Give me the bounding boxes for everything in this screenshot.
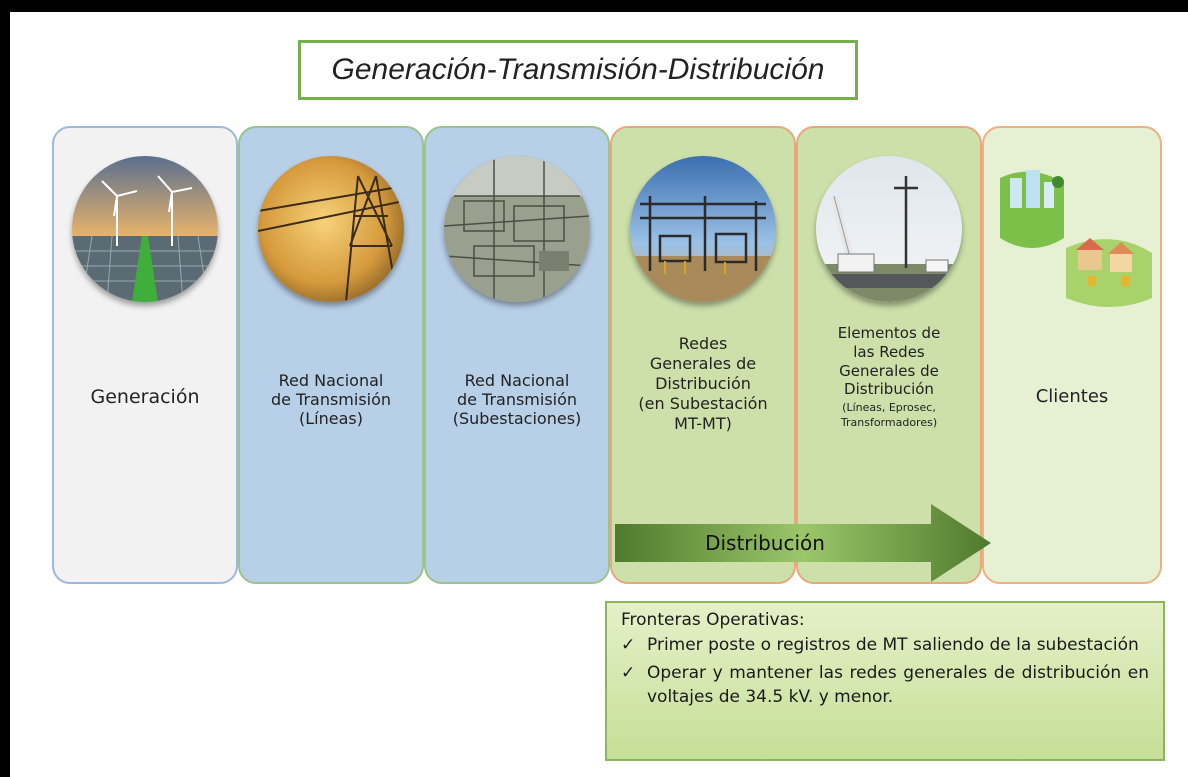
arrow-label: Distribución bbox=[705, 531, 825, 555]
stage-elementos-redes-generales: Elementos de las Redes Generales de Dist… bbox=[796, 126, 982, 584]
arrow-shape bbox=[615, 504, 991, 582]
transmission-substation-photo bbox=[444, 156, 590, 302]
client-city-illustration bbox=[992, 158, 1156, 308]
stage-label-note: Transformadores) bbox=[840, 415, 938, 429]
stage-red-transmision-lineas: Red Nacional de Transmisión (Líneas) bbox=[238, 126, 424, 584]
stage-red-transmision-subestaciones: Red Nacional de Transmisión (Subestacion… bbox=[424, 126, 610, 584]
stage-label-line: Red Nacional bbox=[278, 371, 384, 390]
stage-label-note: (Líneas, Eprosec, bbox=[842, 401, 936, 414]
stage-label-line: Redes bbox=[678, 334, 728, 353]
stage-label-line: (Subestaciones) bbox=[452, 408, 582, 428]
stage-label-line: Elementos de bbox=[837, 324, 941, 342]
stage-label: Elementos de las Redes Generales de Dist… bbox=[798, 324, 980, 431]
utility-truck-pole-photo bbox=[816, 156, 962, 302]
stage-label: Red Nacional de Transmisión (Líneas) bbox=[240, 371, 422, 429]
stage-label-line: Generación bbox=[90, 386, 200, 408]
note-item-text: Primer poste o registros de MT saliendo … bbox=[647, 635, 1139, 655]
stage-label-line: MT-MT) bbox=[674, 414, 732, 433]
stage-label-line: Generales de bbox=[839, 361, 939, 380]
stage-clientes: Clientes bbox=[982, 126, 1162, 584]
stage-label-line: las Redes bbox=[853, 342, 925, 361]
stage-label-line: Distribución bbox=[655, 374, 751, 393]
stage-label: Clientes bbox=[984, 386, 1160, 407]
stage-label-line: Clientes bbox=[1035, 386, 1109, 407]
stage-label-line: Distribución bbox=[844, 380, 934, 399]
checkmark-icon: ✓ bbox=[621, 635, 636, 655]
stage-label-line: de Transmisión bbox=[270, 389, 392, 409]
diagram-canvas: Generación-Transmisión-Distribución bbox=[10, 12, 1188, 777]
stage-label: Redes Generales de Distribución (en Sube… bbox=[612, 334, 794, 434]
title-box: Generación-Transmisión-Distribución bbox=[298, 40, 858, 100]
note-heading: Fronteras Operativas: bbox=[621, 610, 805, 630]
stage-label-line: (en Subestación bbox=[638, 394, 768, 413]
fronteras-operativas-note: Fronteras Operativas: ✓ Primer poste o r… bbox=[605, 601, 1165, 761]
stage-label-line: de Transmisión bbox=[456, 389, 578, 409]
stage-generacion: Generación bbox=[52, 126, 238, 584]
distribucion-arrow: Distribución bbox=[615, 504, 991, 582]
note-item: ✓ Primer poste o registros de MT saliend… bbox=[621, 633, 1149, 657]
diagram-title: Generación-Transmisión-Distribución bbox=[331, 53, 825, 86]
transmission-tower-photo bbox=[258, 156, 404, 302]
note-item: ✓ Operar y mantener las redes generales … bbox=[621, 661, 1149, 709]
distribution-substation-photo bbox=[630, 156, 776, 302]
stage-label: Red Nacional de Transmisión (Subestacion… bbox=[426, 371, 608, 429]
stage-label-line: Generales de bbox=[649, 354, 757, 373]
stage-label-line: (Líneas) bbox=[299, 408, 363, 428]
stage-redes-generales-subestacion: Redes Generales de Distribución (en Sube… bbox=[610, 126, 796, 584]
stage-label-line: Red Nacional bbox=[464, 371, 570, 390]
note-item-text: Operar y mantener las redes generales de… bbox=[647, 663, 1149, 707]
checkmark-icon: ✓ bbox=[621, 663, 636, 683]
stage-label: Generación bbox=[54, 386, 236, 408]
wind-solar-generation-photo bbox=[72, 156, 218, 302]
